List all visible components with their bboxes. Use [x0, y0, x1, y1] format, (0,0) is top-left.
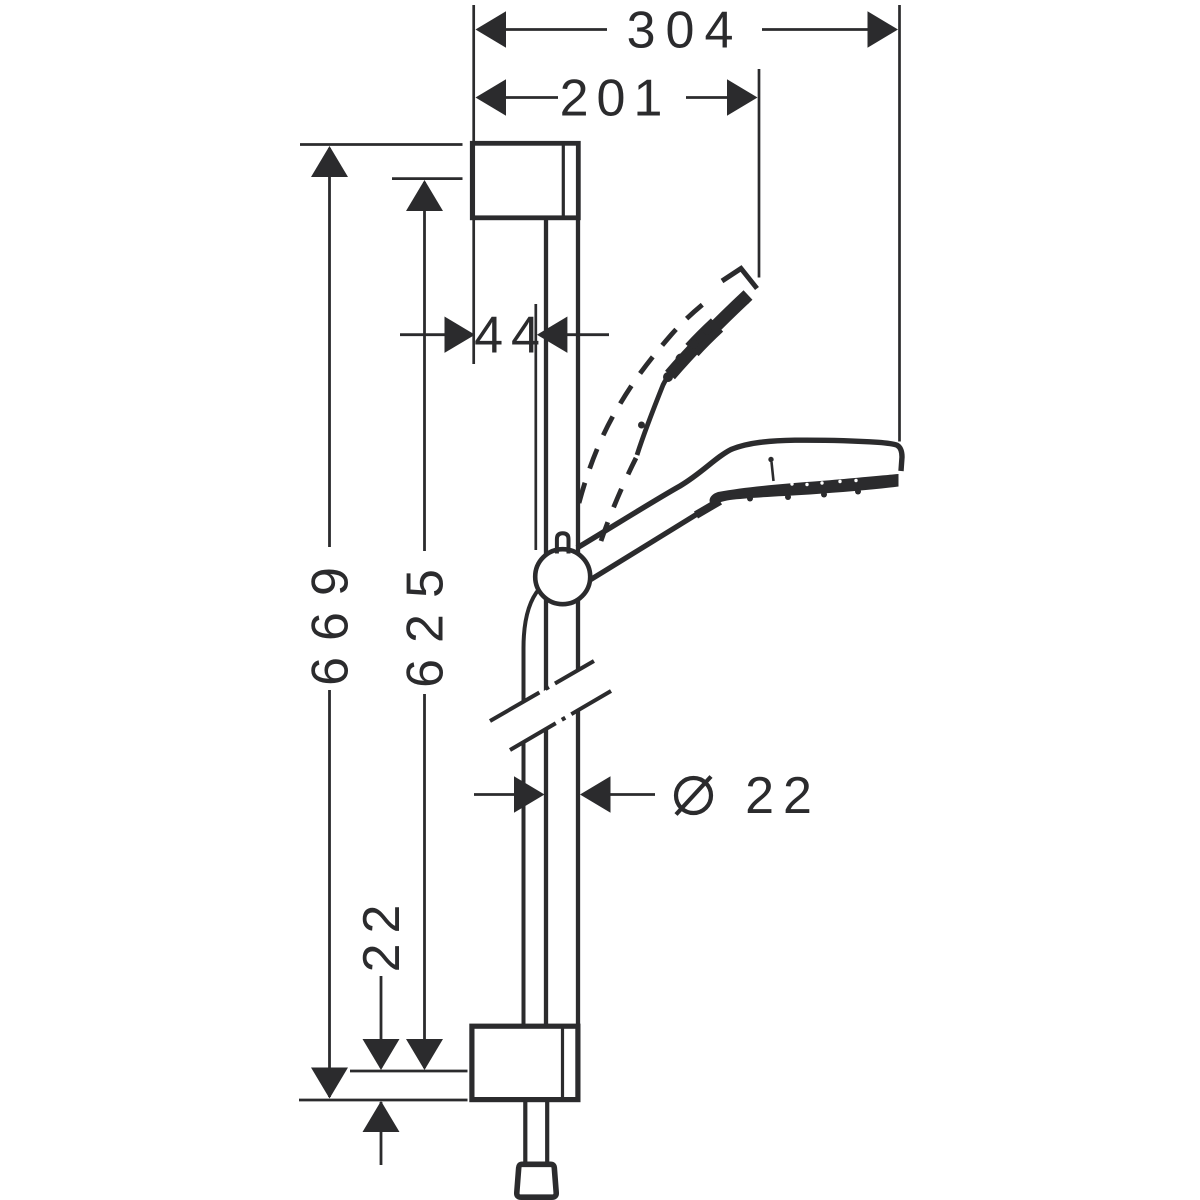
svg-text:201: 201 [560, 70, 671, 128]
svg-text:44: 44 [474, 307, 548, 365]
svg-text:304: 304 [627, 2, 744, 60]
svg-text:669: 669 [302, 551, 360, 686]
svg-text:22: 22 [745, 767, 821, 825]
svg-text:22: 22 [353, 895, 411, 973]
svg-text:625: 625 [397, 553, 455, 688]
